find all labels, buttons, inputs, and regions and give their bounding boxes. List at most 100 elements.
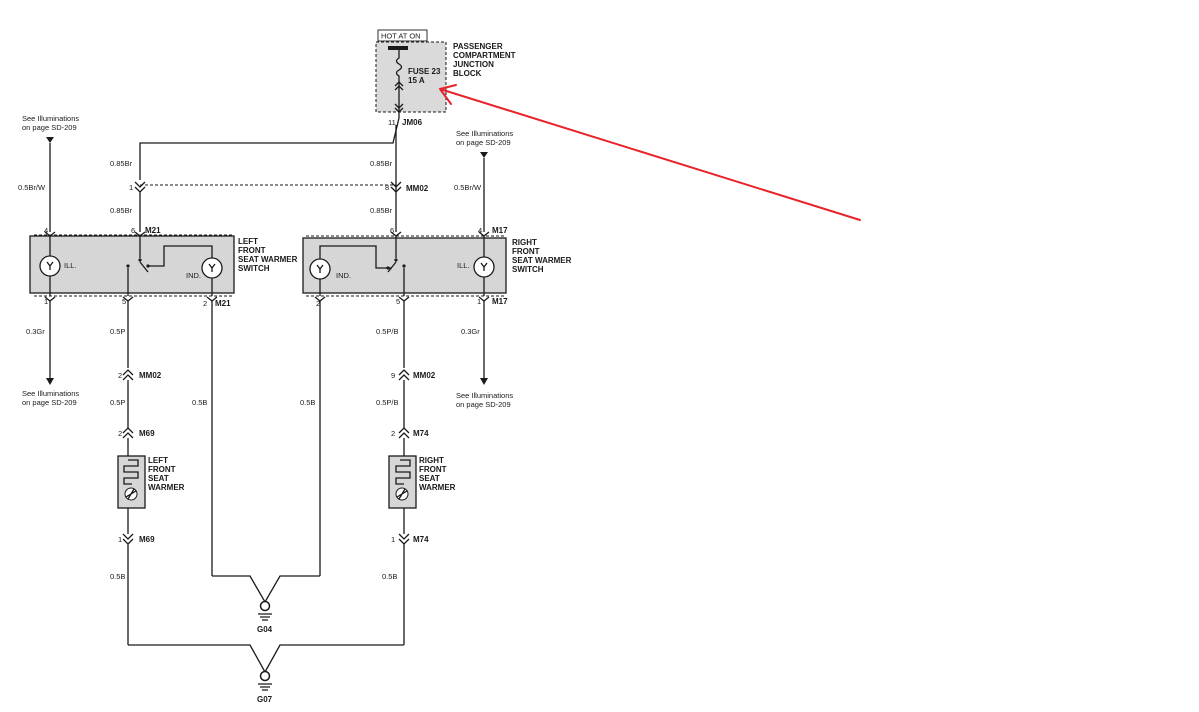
illum-ref-top-left-2: on page SD-209 [22,123,77,132]
g04-label: G04 [257,625,273,634]
mm02-terminal-bottom-right [398,369,410,381]
g04-splice [212,575,320,604]
illum-ref-bottom-right-1: See Illuminations [456,391,513,400]
jm06-pin: 11 [388,118,396,127]
junction-block-label-4: BLOCK [453,69,482,78]
wire-label-left-gr: 0.3Gr [26,327,45,336]
mm02-label-bottom-right: MM02 [413,371,436,380]
left-warmer-label-2: FRONT [148,465,176,474]
left-ind-filament [208,263,216,296]
mm02-terminal-bottom-left [122,369,134,381]
m74-terminal-bottom [398,533,410,545]
right-switch-contact-mid [386,266,390,270]
right-thermostat-hatch [396,488,408,500]
wire-label-right-b-warmer: 0.5B [382,572,397,581]
wire-label-left-85br-1: 0.85Br [110,159,133,168]
left-switch-pin-5: 5 [122,297,126,306]
g07-label: G07 [257,695,273,704]
right-switch-pin-4: 4 [478,226,482,235]
left-warmer-label-4: WARMER [148,483,185,492]
right-switch-label-2: FRONT [512,247,540,256]
fuse-rating: 15 A [408,76,425,85]
right-switch-contact-right [402,264,406,268]
m69-pin-2: 2 [118,429,122,438]
mm02-label-top: MM02 [406,184,429,193]
mm02-pin-1: 1 [129,183,133,192]
wire-label-left-b-warmer: 0.5B [110,572,125,581]
junction-block-label-3: JUNCTION [453,60,494,69]
right-warmer-label-4: WARMER [419,483,456,492]
left-ill-filament [46,261,54,270]
junction-terminal-bottom [394,103,404,113]
red-annotation-arrow [439,84,861,221]
wire-label-left-p-1: 0.5P [110,327,125,336]
g04-ground-icon [259,600,271,612]
right-switch-label-3: SEAT WARMER [512,256,572,265]
illum-ref-bottom-right-2: on page SD-209 [456,400,511,409]
illum-arrow-top-right [480,152,488,158]
left-ind-label: IND. [186,271,201,280]
right-switch-pin-2: 2 [316,299,320,308]
left-ill-label: ILL. [64,261,77,270]
wire-label-right-pb-2: 0.5P/B [376,398,399,407]
mm02-pin-2: 2 [118,371,122,380]
wire-label-left-85br-2: 0.85Br [110,206,133,215]
right-ind-wiring [316,245,392,296]
mm02-terminal-left [134,181,146,193]
illum-ref-top-right-2: on page SD-209 [456,138,511,147]
right-switch-connector-top: M17 [492,226,508,235]
right-ill-label: ILL. [457,261,470,270]
m74-terminal-top [398,427,410,439]
left-switch-contact-left [126,264,130,268]
m74-label-top: M74 [413,429,429,438]
right-switch-contacts [387,236,405,296]
m74-pin-2: 2 [391,429,395,438]
left-switch-pin-4: 4 [44,226,48,235]
right-switch-top-terminals [390,231,490,237]
g07-ground-bars [258,683,272,691]
m69-label-top: M69 [139,429,155,438]
left-switch-pin-2: 2 [203,299,207,308]
mm02-label-bottom-left: MM02 [139,371,162,380]
wire-label-right-gr: 0.3Gr [461,327,480,336]
wire-label-right-85br-2: 0.85Br [370,206,393,215]
wire-label-right-85br-1: 0.85Br [370,159,393,168]
m69-pin-1: 1 [118,535,122,544]
illum-arrow-bottom-right [480,378,488,385]
illum-arrow-top-left [46,137,54,143]
g07-splice [128,644,404,674]
wire-label-right-brw: 0.5Br/W [454,183,482,192]
right-warmer-label-1: RIGHT [419,456,444,465]
junction-block-label-2: COMPARTMENT [453,51,516,60]
right-switch-bottom-terminals [314,296,490,302]
right-ind-label: IND. [336,271,351,280]
illum-ref-top-right-1: See Illuminations [456,129,513,138]
left-switch-label-2: FRONT [238,246,266,255]
left-switch-label-4: SWITCH [238,264,270,273]
right-switch-connector-bottom: M17 [492,297,508,306]
m74-pin-1: 1 [391,535,395,544]
right-heater-element-icon [395,459,411,485]
wire-label-right-b-ind: 0.5B [300,398,315,407]
mm02-terminal-right [390,181,402,193]
fuse-name: FUSE 23 [408,67,441,76]
left-ind-wiring [148,245,213,267]
left-switch-label-1: LEFT [238,237,258,246]
g07-ground-icon [259,670,271,682]
left-switch-contact-top [138,258,142,262]
left-warmer-label-3: SEAT [148,474,169,483]
feed-wire-left [139,117,400,180]
mm02-pin-9: 9 [391,371,395,380]
right-switch-pin-1: 1 [477,297,481,306]
left-switch-label-3: SEAT WARMER [238,255,298,264]
m69-label-bottom: M69 [139,535,155,544]
left-switch-connector-bottom: M21 [215,299,231,308]
junction-block [375,41,447,113]
hot-at-on-label: HOT AT ON [381,32,421,41]
illum-ref-bottom-left-1: See Illuminations [22,389,79,398]
illum-ref-top-left-1: See Illuminations [22,114,79,123]
right-warmer-label-2: FRONT [419,465,447,474]
left-heater-element-icon [123,459,139,485]
mm02-pin-8: 8 [385,183,389,192]
